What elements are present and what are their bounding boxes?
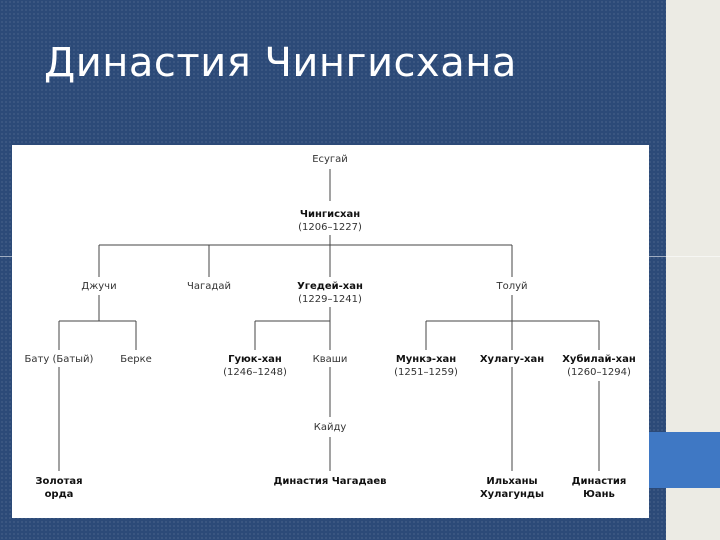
side-accent-bar bbox=[649, 432, 666, 488]
node-kaidu: Кайду bbox=[313, 422, 347, 433]
node-kashi: Кваши bbox=[312, 354, 348, 365]
node-berke: Берке bbox=[120, 354, 152, 365]
node-jochi: Джучи bbox=[81, 281, 117, 292]
node-ilkhans: Ильханы Хулагунды bbox=[479, 476, 545, 500]
node-chagatai-dynasty: Династия Чагадаев bbox=[273, 476, 387, 487]
node-guyuk: Гуюк-хан (1246–1248) bbox=[223, 354, 287, 378]
slide-title: Династия Чингисхана bbox=[44, 40, 517, 86]
node-tolui: Толуй bbox=[496, 281, 528, 292]
node-kublai: Хубилай-хан (1260–1294) bbox=[562, 354, 636, 378]
node-batu: Бату (Батый) bbox=[24, 354, 94, 365]
node-ogedei: Угедей-хан (1229–1241) bbox=[297, 281, 363, 305]
node-genghis: Чингисхан (1206–1227) bbox=[298, 209, 362, 233]
node-hulagu: Хулагу-хан bbox=[479, 354, 545, 365]
side-accent-block bbox=[666, 432, 720, 488]
family-tree-diagram: Есугай Чингисхан (1206–1227) Джучи Чагад… bbox=[12, 145, 649, 518]
node-mongke: Мункэ-хан (1251–1259) bbox=[394, 354, 458, 378]
tree-connectors bbox=[58, 169, 600, 471]
node-golden-horde: Золотая орда bbox=[35, 476, 83, 500]
node-esugai: Есугай bbox=[312, 154, 348, 165]
node-chagatai: Чагадай bbox=[187, 281, 231, 292]
node-yuan: Династия Юань bbox=[571, 476, 627, 500]
